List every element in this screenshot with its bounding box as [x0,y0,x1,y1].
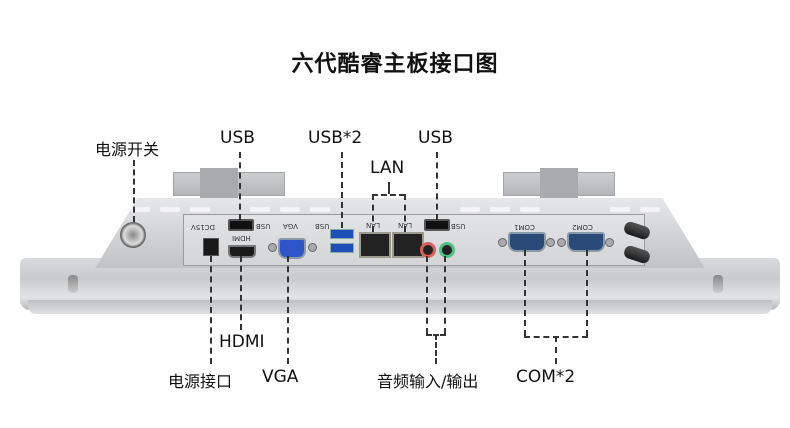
power-switch[interactable] [120,222,146,248]
hdmi-port[interactable] [228,245,256,258]
leader-line [240,256,242,330]
callout-lan: LAN [370,158,405,178]
usb3-port-2[interactable] [330,243,354,253]
panel-lip [28,300,772,314]
usb-port-2[interactable] [424,219,450,231]
callout-power-switch: 电源开关 [95,140,160,159]
callout-usb-left: USB [220,128,255,148]
leader-line [372,194,374,232]
leader-line [287,256,289,364]
leader-line [341,152,343,228]
callout-power-port: 电源接口 [168,372,233,391]
lan-port-1[interactable] [359,232,391,258]
leader-line [388,182,390,194]
vent [460,207,480,212]
silk-usb: USB [315,222,330,230]
silk-vga: VGA [283,222,299,230]
lan-port-2[interactable] [392,232,424,258]
com1-port[interactable] [508,232,546,252]
silk-com1: COM1 [514,223,535,231]
leader-line [436,152,438,220]
silk-usb: USB [256,222,271,230]
page-title: 六代酷睿主板接口图 [291,52,499,77]
callout-com: COM*2 [516,367,576,387]
callout-hdmi: HDMI [219,332,265,352]
callout-vga: VGA [262,367,299,387]
mount-slot-right [713,275,723,293]
leader-line [586,250,588,336]
vent [130,207,150,212]
callout-usb-right: USB [418,128,453,148]
vent [250,207,270,212]
vga-port[interactable] [278,238,306,259]
leader-line [435,334,437,364]
com2-port[interactable] [567,232,605,252]
leader-line [524,250,526,336]
callout-audio: 音频输入/输出 [377,372,479,391]
vent [190,207,210,212]
silk-usb: USB [451,222,466,230]
leader-line [372,194,405,196]
leader-line [210,256,212,364]
vga-screw [308,243,317,252]
vent [610,207,630,212]
vent [160,207,180,212]
com-screw [557,238,566,247]
silk-dc15v: DC15V [191,223,215,231]
vent [520,207,540,212]
callout-usb-x2: USB*2 [308,128,363,148]
leader-line [426,256,428,334]
com-screw [498,238,507,247]
leader-line [133,160,135,222]
leader-line [555,336,557,364]
vent [640,207,660,212]
silk-hdmi: HDMI [232,234,251,242]
com-screw [605,238,614,247]
vga-screw [268,243,277,252]
leader-line [404,194,406,232]
vent [490,207,510,212]
audio-in-jack[interactable] [420,242,436,258]
usb3-port-1[interactable] [330,229,354,239]
dc-power-jack[interactable] [203,238,219,256]
com-screw [546,238,555,247]
audio-out-jack[interactable] [439,242,455,258]
vent [310,207,330,212]
mount-slot-left [68,275,78,293]
leader-line [239,152,241,220]
usb-port-1[interactable] [228,219,254,231]
silk-com2: COM2 [572,223,593,231]
leader-line [444,256,446,334]
vent [280,207,300,212]
